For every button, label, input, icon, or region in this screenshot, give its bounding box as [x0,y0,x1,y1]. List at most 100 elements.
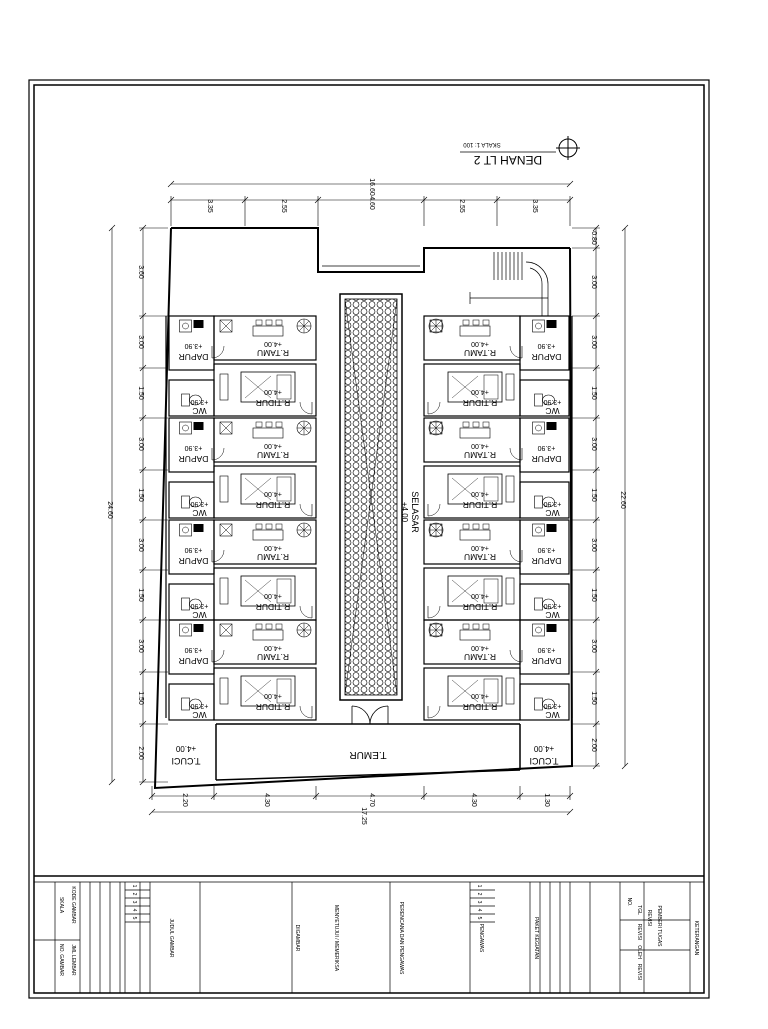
wc-elev: +3.90 [544,702,562,709]
wardrobe-icon [505,577,515,605]
outer-border [28,79,710,999]
wardrobe-icon [219,373,229,401]
cabinet-icon [219,523,233,537]
bedroom-elev: +4.00 [471,692,489,699]
living-room-label: R.TAMU [464,348,496,358]
tb-rev-number: 4 [131,909,137,912]
dim-right-segment: 3.00 [590,335,597,349]
dimension-lines [108,180,629,816]
kitchen-label: DAPUR [179,352,209,362]
living-room-elev: +4.00 [264,644,282,651]
kitchen-elev: +3.90 [185,444,203,451]
toilet-icon [534,495,555,509]
dim-top-segment: 3.35 [531,199,538,213]
stove-icon [546,524,557,532]
bedroom-elev: +4.00 [471,388,489,395]
tb-approval: MENYETUJUI / MEMERIKSA [333,905,339,972]
stair-icon [469,252,549,316]
tb-drawing-title: JUDUL GAMBAR [168,919,174,958]
dim-right-segment: 1.50 [590,588,597,602]
wc-room [519,379,570,417]
bedroom-label: R.TIDUR [256,602,290,612]
door-icon [299,503,313,517]
dim-bottom-segment: 1.30 [543,793,550,807]
bed-icon [240,473,296,505]
scale-text: SKALA 1: 100 [463,141,501,147]
tb-row-value: REVISI [636,964,642,980]
tb-row-value: OLEH [636,945,642,959]
wardrobe-icon [219,677,229,705]
bedroom-elev: +4.00 [264,388,282,395]
tb-row-label: TGL [636,905,642,915]
toilet-icon [181,495,202,509]
storage-elev: +4.00 [175,744,196,753]
living-room-elev: +4.00 [471,644,489,651]
dim-right-segment: 3.00 [590,275,597,289]
kitchen-elev: +3.90 [185,342,203,349]
tb-header: KETERANGAN [693,921,699,956]
dim-bottom-segment: 2.20 [181,793,188,807]
kitchen [519,519,570,575]
dim-left-segment: 3.00 [137,639,144,653]
tb-drawn: DIGAMBAR [294,925,300,952]
wc-label: WC [192,610,206,620]
living-room-label: R.TAMU [257,552,289,562]
kitchen [519,619,570,675]
kitchen-label: DAPUR [532,352,562,362]
dim-left-segment: 2.00 [137,746,144,760]
bedroom-label: R.TIDUR [256,702,290,712]
tb-scale-label: SKALA [58,897,64,914]
tb-rev-number: 2 [131,893,137,896]
kitchen-elev: +3.90 [538,646,556,653]
bedroom-label: R.TIDUR [256,398,290,408]
cabinet-icon [219,421,233,435]
wc-room [168,683,215,721]
dim-right-segment: 0.80 [590,231,597,245]
dim-bottom-segment: 4.30 [470,793,477,807]
door-icon [509,649,523,663]
wardrobe-icon [219,577,229,605]
tb-row-value: REVISI [636,924,642,940]
wardrobe-icon [505,475,515,503]
plant-icon [428,318,444,334]
kitchen [519,417,570,473]
dim-bottom-total: 17.25 [360,807,367,825]
tb-rev-number: 3 [131,901,137,904]
wardrobe-icon [219,475,229,503]
door-icon [299,705,313,719]
tb-owner: PENGAWAS [478,924,484,953]
dim-top-total: 16.60 [368,178,375,196]
dim-top-mid: 4.60 [368,196,375,210]
stove-icon [193,624,204,632]
bedroom-label: R.TIDUR [256,500,290,510]
door-icon [211,447,225,461]
wc-elev: +3.90 [191,500,209,507]
title-block [33,881,705,993]
bed-icon [447,371,503,403]
dim-left-segment: 3.00 [137,437,144,451]
bedroom-elev: +4.00 [471,490,489,497]
stove-icon [193,320,204,328]
sink-icon [532,623,545,637]
bedroom-label: R.TIDUR [463,500,497,510]
kitchen-elev: +3.90 [538,444,556,451]
wardrobe-icon [505,373,515,401]
inner-border [33,84,705,994]
sink-icon [532,421,545,435]
storage-elev: +4.00 [533,744,554,753]
wc-elev: +3.90 [191,702,209,709]
door-icon [211,345,225,359]
living-room-label: R.TAMU [464,450,496,460]
bedroom-elev: +4.00 [264,692,282,699]
door-icon [211,649,225,663]
building-outline [153,227,574,790]
kitchen-label: DAPUR [532,556,562,566]
tb-planner: PERENCANA DAN PENGAWAS [398,902,404,975]
corridor-void [339,293,403,701]
toilet-icon [534,393,555,407]
